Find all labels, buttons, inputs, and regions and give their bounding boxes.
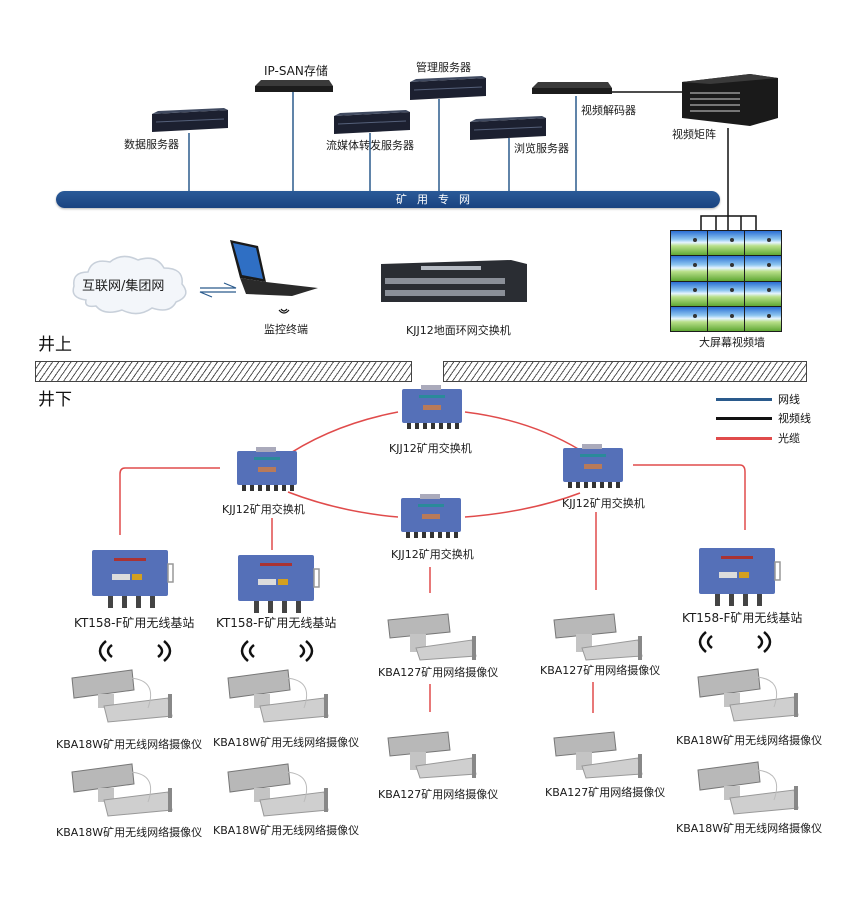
mine-switch-center-icon[interactable] bbox=[400, 494, 462, 540]
legend-swatch bbox=[716, 416, 772, 420]
wall-screen bbox=[671, 231, 707, 256]
wall-screen bbox=[708, 256, 744, 281]
network-camera-label: KBA127矿用网络摄像仪 bbox=[545, 786, 666, 799]
legend-swatch bbox=[716, 397, 772, 401]
base-station-2-label: KT158-F矿用无线基站 bbox=[216, 616, 337, 630]
management-server-label: 管理服务器 bbox=[416, 61, 471, 74]
mine-switch-right-icon[interactable] bbox=[562, 444, 624, 490]
wireless-camera-icon[interactable] bbox=[694, 667, 804, 723]
base-station-2-icon[interactable] bbox=[236, 555, 322, 615]
wireless-camera-label: KBA18W矿用无线网络摄像仪 bbox=[676, 822, 823, 835]
wireless-wave-icon bbox=[240, 640, 314, 662]
data-server-label: 数据服务器 bbox=[124, 138, 179, 151]
wall-screen bbox=[671, 306, 707, 331]
ip-san-storage-label: IP-SAN存储 bbox=[264, 64, 328, 78]
wireless-camera-icon[interactable] bbox=[68, 762, 178, 818]
wall-screen bbox=[745, 256, 781, 281]
ip-san-storage-icon[interactable] bbox=[253, 78, 335, 94]
cloud-icon bbox=[72, 255, 187, 315]
exchange-arrows-icon bbox=[199, 282, 237, 298]
mine-switch-top-icon[interactable] bbox=[401, 385, 463, 431]
data-server-icon[interactable] bbox=[148, 108, 230, 134]
legend-label: 视频线 bbox=[778, 412, 811, 425]
wall-screen bbox=[671, 256, 707, 281]
network-camera-icon[interactable] bbox=[386, 612, 486, 662]
base-station-3-label: KT158-F矿用无线基站 bbox=[682, 611, 803, 625]
legend-item-fiber: 光缆 bbox=[716, 430, 800, 446]
wireless-camera-label: KBA18W矿用无线网络摄像仪 bbox=[213, 824, 360, 837]
fiber-right-bs3 bbox=[633, 464, 746, 530]
mine-switch-center-label: KJJ12矿用交换机 bbox=[391, 548, 474, 561]
base-station-3-icon[interactable] bbox=[697, 548, 783, 608]
network-camera-icon[interactable] bbox=[386, 730, 486, 780]
wireless-camera-label: KBA18W矿用无线网络摄像仪 bbox=[213, 736, 360, 749]
mine-switch-left-icon[interactable] bbox=[236, 447, 298, 493]
network-camera-icon[interactable] bbox=[552, 730, 652, 780]
wireless-wave-icon bbox=[98, 640, 172, 662]
video-decoder-icon[interactable] bbox=[530, 80, 614, 98]
ground-switch-icon[interactable] bbox=[381, 258, 527, 306]
network-camera-label: KBA127矿用网络摄像仪 bbox=[540, 664, 661, 677]
network-cables bbox=[188, 92, 577, 192]
mine-switch-right-label: KJJ12矿用交换机 bbox=[562, 497, 645, 510]
base-station-1-label: KT158-F矿用无线基站 bbox=[74, 616, 195, 630]
section-underground: 井下 bbox=[38, 390, 72, 410]
video-decoder-label: 视频解码器 bbox=[581, 104, 636, 117]
wall-screen bbox=[708, 306, 744, 331]
wireless-camera-label: KBA18W矿用无线网络摄像仪 bbox=[676, 734, 823, 747]
wall-screen bbox=[745, 281, 781, 306]
wireless-camera-label: KBA18W矿用无线网络摄像仪 bbox=[56, 826, 203, 839]
wall-screen bbox=[708, 231, 744, 256]
ground-hatch-right bbox=[443, 361, 807, 382]
ground-switch-label: KJJ12地面环网交换机 bbox=[406, 324, 511, 337]
legend-item-network: 网线 bbox=[716, 391, 800, 407]
browse-server-icon[interactable] bbox=[466, 116, 548, 142]
video-cables bbox=[612, 91, 757, 230]
section-above-ground: 井上 bbox=[38, 335, 72, 355]
wall-screen bbox=[671, 281, 707, 306]
fiber-cables bbox=[119, 411, 746, 713]
video-wall[interactable] bbox=[670, 230, 782, 332]
wireless-wave-icon bbox=[698, 631, 772, 653]
mine-private-network-bus: 矿用专网 bbox=[56, 191, 720, 208]
legend-swatch bbox=[716, 436, 772, 440]
wall-screen bbox=[745, 231, 781, 256]
legend-label: 光缆 bbox=[778, 432, 800, 445]
fiber-left-center bbox=[287, 491, 399, 518]
base-station-1-icon[interactable] bbox=[90, 550, 176, 610]
browse-server-label: 浏览服务器 bbox=[514, 142, 569, 155]
laptop-icon[interactable] bbox=[226, 238, 321, 302]
wireless-camera-icon[interactable] bbox=[224, 668, 334, 724]
video-matrix-label: 视频矩阵 bbox=[672, 128, 716, 141]
wireless-camera-icon[interactable] bbox=[224, 762, 334, 818]
terminal-label: 监控终端 bbox=[264, 323, 308, 336]
wireless-camera-icon[interactable] bbox=[68, 668, 178, 724]
wireless-signal-icon bbox=[278, 308, 290, 314]
streaming-server-icon[interactable] bbox=[330, 110, 412, 136]
fiber-left-bs1 bbox=[119, 467, 220, 535]
video-matrix-icon[interactable] bbox=[680, 68, 780, 130]
legend-label: 网线 bbox=[778, 393, 800, 406]
network-camera-label: KBA127矿用网络摄像仪 bbox=[378, 666, 499, 679]
wall-screen bbox=[745, 306, 781, 331]
fiber-top-right bbox=[464, 411, 581, 451]
wireless-camera-icon[interactable] bbox=[694, 760, 804, 816]
fiber-center-right bbox=[464, 492, 581, 518]
wireless-camera-label: KBA18W矿用无线网络摄像仪 bbox=[56, 738, 203, 751]
mine-switch-left-label: KJJ12矿用交换机 bbox=[222, 503, 305, 516]
streaming-server-label: 流媒体转发服务器 bbox=[326, 139, 414, 152]
mine-switch-top-label: KJJ12矿用交换机 bbox=[389, 442, 472, 455]
video-wall-label: 大屏幕视频墙 bbox=[699, 336, 765, 349]
bus-label: 矿用专网 bbox=[396, 193, 480, 206]
management-server-icon[interactable] bbox=[406, 76, 488, 102]
network-camera-icon[interactable] bbox=[552, 612, 652, 662]
legend-item-video: 视频线 bbox=[716, 410, 811, 426]
network-camera-label: KBA127矿用网络摄像仪 bbox=[378, 788, 499, 801]
cloud-label: 互联网/集团网 bbox=[82, 279, 165, 294]
wall-screen bbox=[708, 281, 744, 306]
ground-hatch-left bbox=[35, 361, 412, 382]
